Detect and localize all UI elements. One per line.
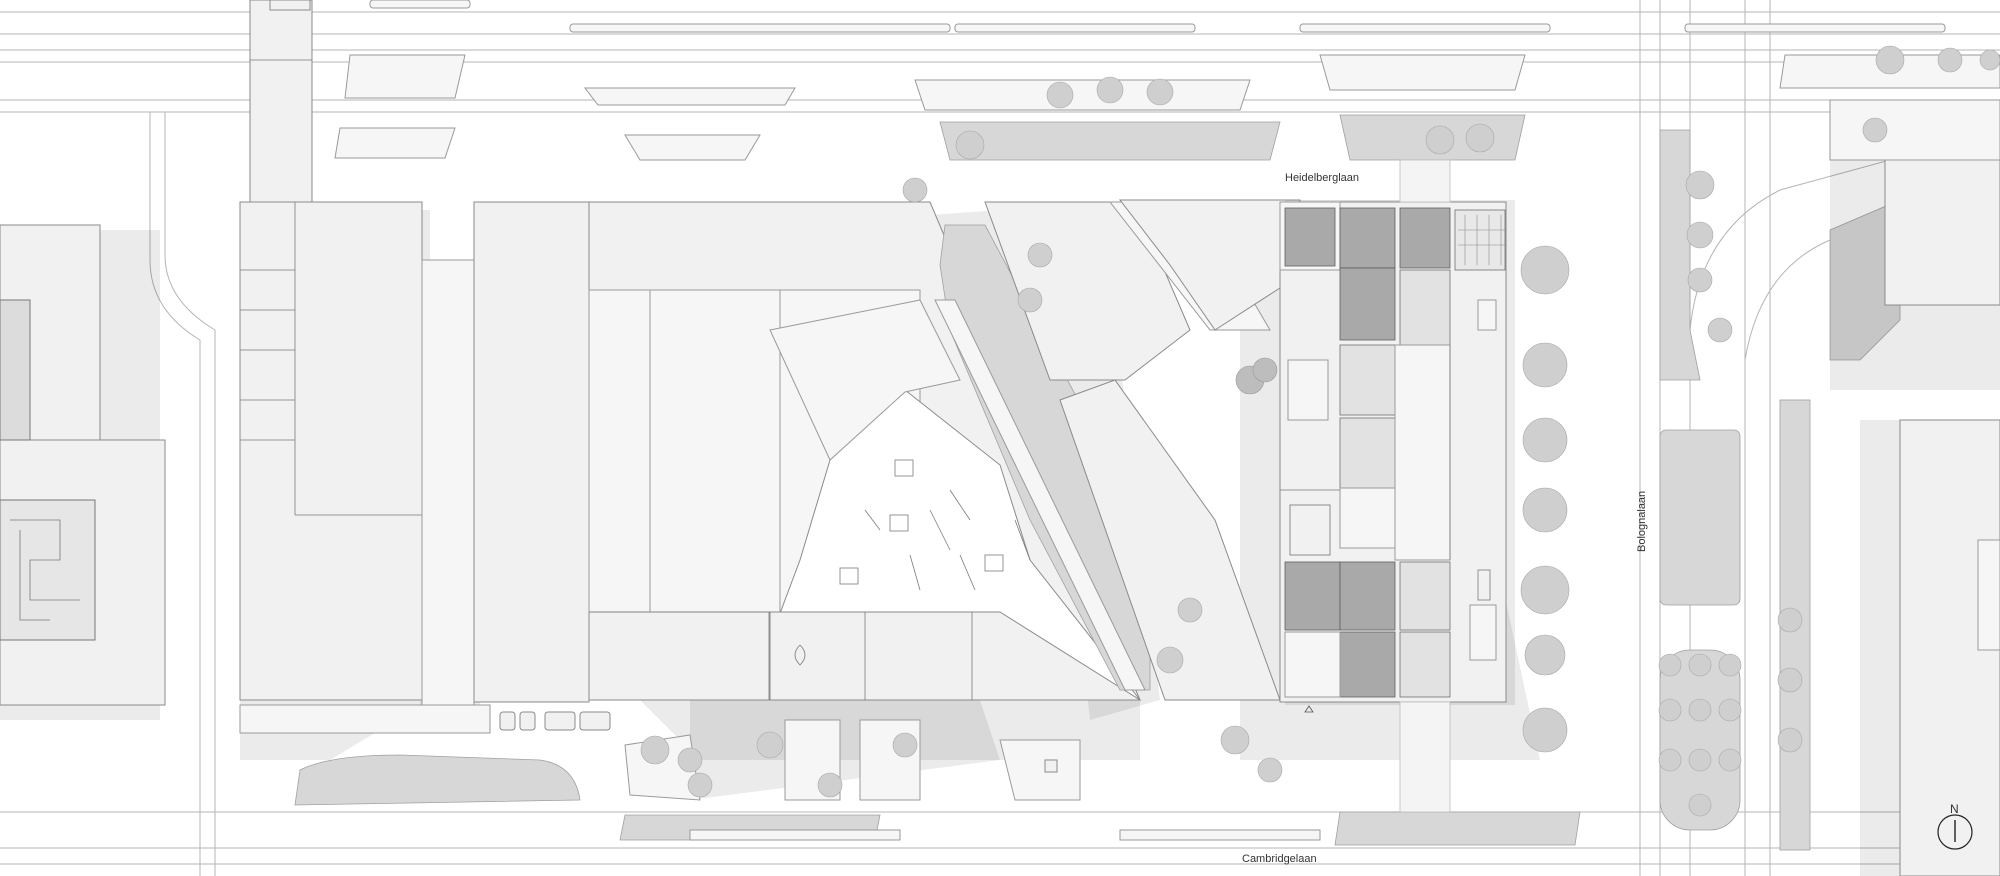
north-arrow-icon: N [1937,802,1973,850]
street-label-cambridgelaan: Cambridgelaan [1242,853,1317,865]
campus-buildings [239,0,1301,706]
proposed-building [1279,159,1515,813]
east-buildings [1829,99,2000,876]
street-label-bolognalaan: Bolognalaan [1636,491,1648,552]
street-label-heidelberglaan: Heidelberglaan [1285,172,1359,184]
west-courtyard-block [0,224,166,720]
trees [640,45,2000,817]
north-arrow-label: N [1950,802,1959,816]
